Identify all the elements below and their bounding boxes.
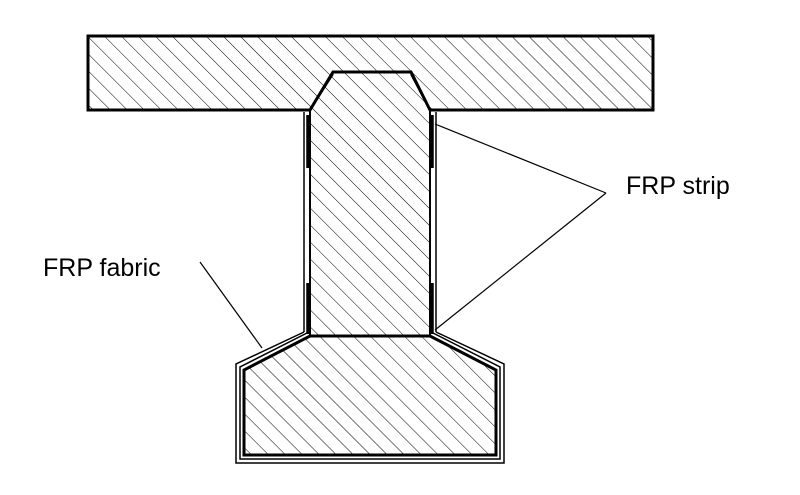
frp-fabric-label: FRP fabric: [43, 254, 161, 282]
leader-frp-strip-upper: [434, 123, 607, 194]
frp-fabric-outer: [235, 331, 505, 464]
leader-frp-strip-lower: [434, 192, 607, 331]
leader-frp-fabric: [199, 261, 263, 349]
frp-fabric-inner: [239, 332, 501, 460]
frp-strip-label: FRP strip: [626, 172, 730, 200]
beam-bulb: [242, 334, 498, 457]
beam-web: [310, 72, 430, 336]
haunch-left: [309, 73, 334, 111]
haunch-right: [410, 73, 431, 111]
